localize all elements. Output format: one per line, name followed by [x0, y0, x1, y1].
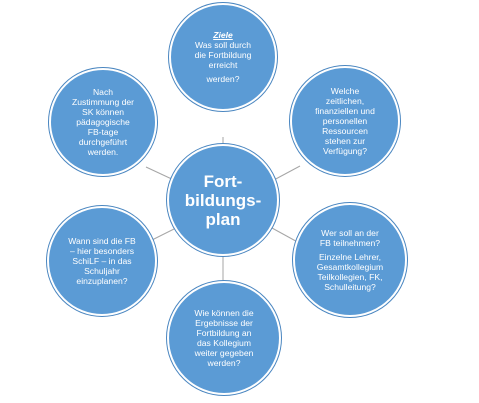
- node-scheduling-text-1: Wann sind die FB: [68, 236, 136, 246]
- node-goals-text-2: die Fortbildung: [194, 50, 252, 60]
- node-results-text-4: das Kollegium: [197, 338, 251, 348]
- node-resources-text-3: finanziellen und: [315, 106, 375, 116]
- node-approval-text-2: Zustimmung der: [71, 97, 135, 107]
- node-approval-text-1: Nach: [92, 87, 114, 97]
- node-results-text-3: Fortbildung an: [196, 328, 252, 338]
- center-node: Fort- bildungs- plan: [167, 144, 279, 256]
- node-approval-text-3: SK können: [81, 107, 125, 117]
- node-goals-text-3: erreicht: [208, 60, 238, 70]
- node-resources: Welche zeitlichen, finanziellen und pers…: [290, 66, 400, 176]
- node-approval-text-5: FB-tage: [87, 127, 119, 137]
- center-node-text-1: Fort-: [203, 171, 243, 191]
- node-participants-text-2: FB teilnehmen?: [319, 238, 381, 248]
- node-participants-text-5: Teilkollegien, FK,: [317, 272, 383, 282]
- node-participants-text-6: Schulleitung?: [324, 282, 376, 292]
- node-participants-text-4: Gesamtkollegium: [316, 262, 384, 272]
- connector-bottom-left: [149, 227, 177, 242]
- node-results: Wie können die Ergebnisse der Fortbildun…: [167, 281, 281, 395]
- node-resources-text-4: personellen: [322, 116, 368, 126]
- node-scheduling: Wann sind die FB – hier besonders SchiLF…: [47, 206, 157, 316]
- node-participants-text-1: Wer soll an der: [321, 228, 379, 238]
- node-goals-heading: Ziele: [213, 30, 233, 40]
- node-resources-text-6: stehen zur: [324, 136, 366, 146]
- node-scheduling-text-2: – hier besonders: [69, 246, 135, 256]
- node-approval: Nach Zustimmung der SK können pädagogisc…: [49, 68, 157, 176]
- node-approval-text-4: pädagogische: [76, 117, 130, 127]
- center-node-text-2: bildungs-: [184, 190, 262, 210]
- node-goals: Ziele Was soll durch die Fortbildung err…: [169, 3, 277, 111]
- node-results-text-1: Wie können die: [194, 308, 254, 318]
- node-scheduling-text-5: einzuplanen?: [76, 276, 128, 286]
- node-goals-text-1: Was soll durch: [194, 40, 252, 50]
- connector-top-right: [271, 165, 301, 182]
- node-participants: Wer soll an der FB teilnehmen? Einzelne …: [293, 203, 407, 317]
- center-node-text-3: plan: [205, 209, 241, 229]
- node-resources-text-2: zeitlichen,: [325, 96, 365, 106]
- node-approval-text-7: werden.: [87, 147, 119, 157]
- node-approval-text-6: durchgeführt: [78, 137, 128, 147]
- node-scheduling-text-3: SchiLF – in das: [72, 256, 132, 266]
- node-results-text-5: weiter gegeben: [194, 348, 254, 358]
- node-resources-text-5: Ressourcen: [322, 126, 368, 136]
- node-resources-text-1: Welche: [330, 86, 360, 96]
- node-results-text-6: werden?: [207, 358, 241, 368]
- node-results-text-2: Ergebnisse der: [195, 318, 253, 328]
- node-goals-text-4: werden?: [206, 74, 240, 84]
- node-participants-text-3: Einzelne Lehrer,: [318, 252, 382, 262]
- node-scheduling-text-4: Schuljahr: [84, 266, 120, 276]
- node-resources-text-7: Verfügung?: [323, 146, 367, 156]
